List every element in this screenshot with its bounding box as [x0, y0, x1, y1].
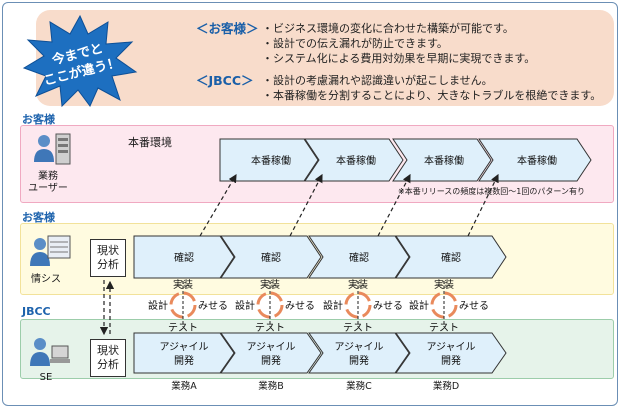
confirm-step-4: [395, 235, 507, 279]
cycle-design-2: 設計: [235, 299, 255, 312]
actor-business-user-line-2: ユーザー: [28, 183, 68, 194]
cycle-design-1: 設計: [148, 299, 168, 312]
jbcc-point-2: ・本番稼働を分割することにより、大きなトラブルを根絶できます。: [262, 89, 602, 102]
cycle-test-2: テスト: [255, 323, 285, 334]
release-frequency-note: ※本番リリースの頻度は複数回～1回のパターン有り: [398, 187, 585, 196]
confirm-step-1: [133, 235, 235, 279]
actor-business-user: 業務 ユーザー: [18, 171, 78, 195]
production-env-label: 本番環境: [128, 136, 172, 149]
release-arrow-1: [199, 173, 237, 237]
burst-shape: 今までと ここが違う！: [22, 14, 138, 108]
agile-step-label-a-2: アジャイル: [246, 342, 295, 353]
is-person-icon: [30, 235, 71, 266]
cycle-test-4: テスト: [429, 323, 459, 334]
agile-step-3: [308, 332, 410, 374]
agile-step-4: [395, 332, 507, 374]
production-step-label-3: 本番稼働: [424, 154, 464, 167]
analysis-box-is: 現状分析: [90, 239, 126, 277]
confirm-step-label-3: 確認: [349, 251, 369, 264]
cycle-test-1: テスト: [168, 323, 198, 334]
agile-step-2: [220, 332, 322, 374]
agile-step-label-a-4: アジャイル: [426, 342, 475, 353]
customer-heading: ＜お客様＞: [196, 21, 259, 36]
cycle-design-4: 設計: [409, 299, 429, 312]
production-step-4: [478, 138, 592, 182]
agile-step-label-b-2: 開発: [261, 354, 281, 367]
agile-step-label-a-1: アジャイル: [159, 342, 208, 353]
release-arrow-4: [467, 173, 499, 237]
task-label-4: 業務D: [432, 381, 460, 392]
analysis-is-line-1: 現状: [97, 244, 119, 257]
cycle-implement-1: 実装: [173, 278, 193, 291]
production-step-1: [219, 138, 319, 182]
confirm-step-label-4: 確認: [441, 251, 461, 264]
cycle-design-3: 設計: [323, 299, 343, 312]
actor-is: 情シス: [31, 274, 61, 285]
customer-point-2: ・設計での伝え漏れが防止できます。: [262, 37, 448, 50]
agile-step-label-b-4: 開発: [441, 354, 461, 367]
agile-step-label-b-1: 開発: [174, 354, 194, 367]
task-label-3: 業務C: [346, 381, 372, 392]
production-step-label-1: 本番稼働: [251, 154, 291, 167]
production-step-2: [304, 138, 404, 182]
cycle-implement-3: 実装: [348, 278, 368, 291]
analysis-jbcc-line-2: 分析: [97, 358, 119, 371]
cycle-implement-2: 実装: [260, 278, 280, 291]
cycle-show-2: みせる: [285, 300, 315, 312]
actor-se: SE: [39, 372, 53, 383]
cycle-test-3: テスト: [343, 323, 373, 334]
actor-business-user-line-1: 業務: [38, 171, 58, 182]
agile-step-1: [133, 332, 235, 374]
confirm-step-label-2: 確認: [261, 251, 281, 264]
section-title-customer-user: お客様: [22, 113, 55, 126]
analysis-jbcc-line-1: 現状: [97, 344, 119, 357]
cycle-implement-4: 実装: [434, 278, 454, 291]
cycle-show-3: みせる: [373, 300, 403, 312]
customer-point-3: ・システム化による費用対効果を早期に実現できます。: [262, 52, 536, 65]
production-step-label-2: 本番稼働: [336, 154, 376, 167]
task-label-1: 業務A: [171, 381, 197, 392]
cycle-show-1: みせる: [198, 300, 228, 312]
jbcc-point-1: ・設計の考慮漏れや認識違いが起こしません。: [262, 74, 493, 87]
cycle-show-4: みせる: [459, 300, 489, 312]
jbcc-heading: ＜JBCC＞: [196, 73, 254, 88]
task-label-2: 業務B: [258, 381, 284, 392]
agile-step-label-a-3: アジャイル: [334, 342, 383, 353]
release-arrow-2: [289, 173, 323, 237]
section-title-jbcc: JBCC: [22, 305, 51, 318]
confirm-step-3: [308, 235, 410, 279]
section-title-customer-is: お客様: [22, 211, 55, 224]
agile-step-label-b-3: 開発: [349, 354, 369, 367]
customer-point-1: ・ビジネス環境の変化に合わせた構築が可能です。: [262, 22, 514, 35]
user-server-icon: [34, 133, 71, 165]
se-person-icon: [30, 338, 70, 366]
confirm-step-label-1: 確認: [174, 251, 194, 264]
analysis-box-jbcc: 現状分析: [90, 339, 126, 377]
release-arrow-3: [377, 173, 411, 237]
production-step-label-4: 本番稼働: [517, 154, 557, 167]
production-step-3: [392, 138, 492, 182]
analysis-is-line-2: 分析: [97, 258, 119, 271]
confirm-step-2: [220, 235, 322, 279]
callout-box: [36, 10, 614, 106]
